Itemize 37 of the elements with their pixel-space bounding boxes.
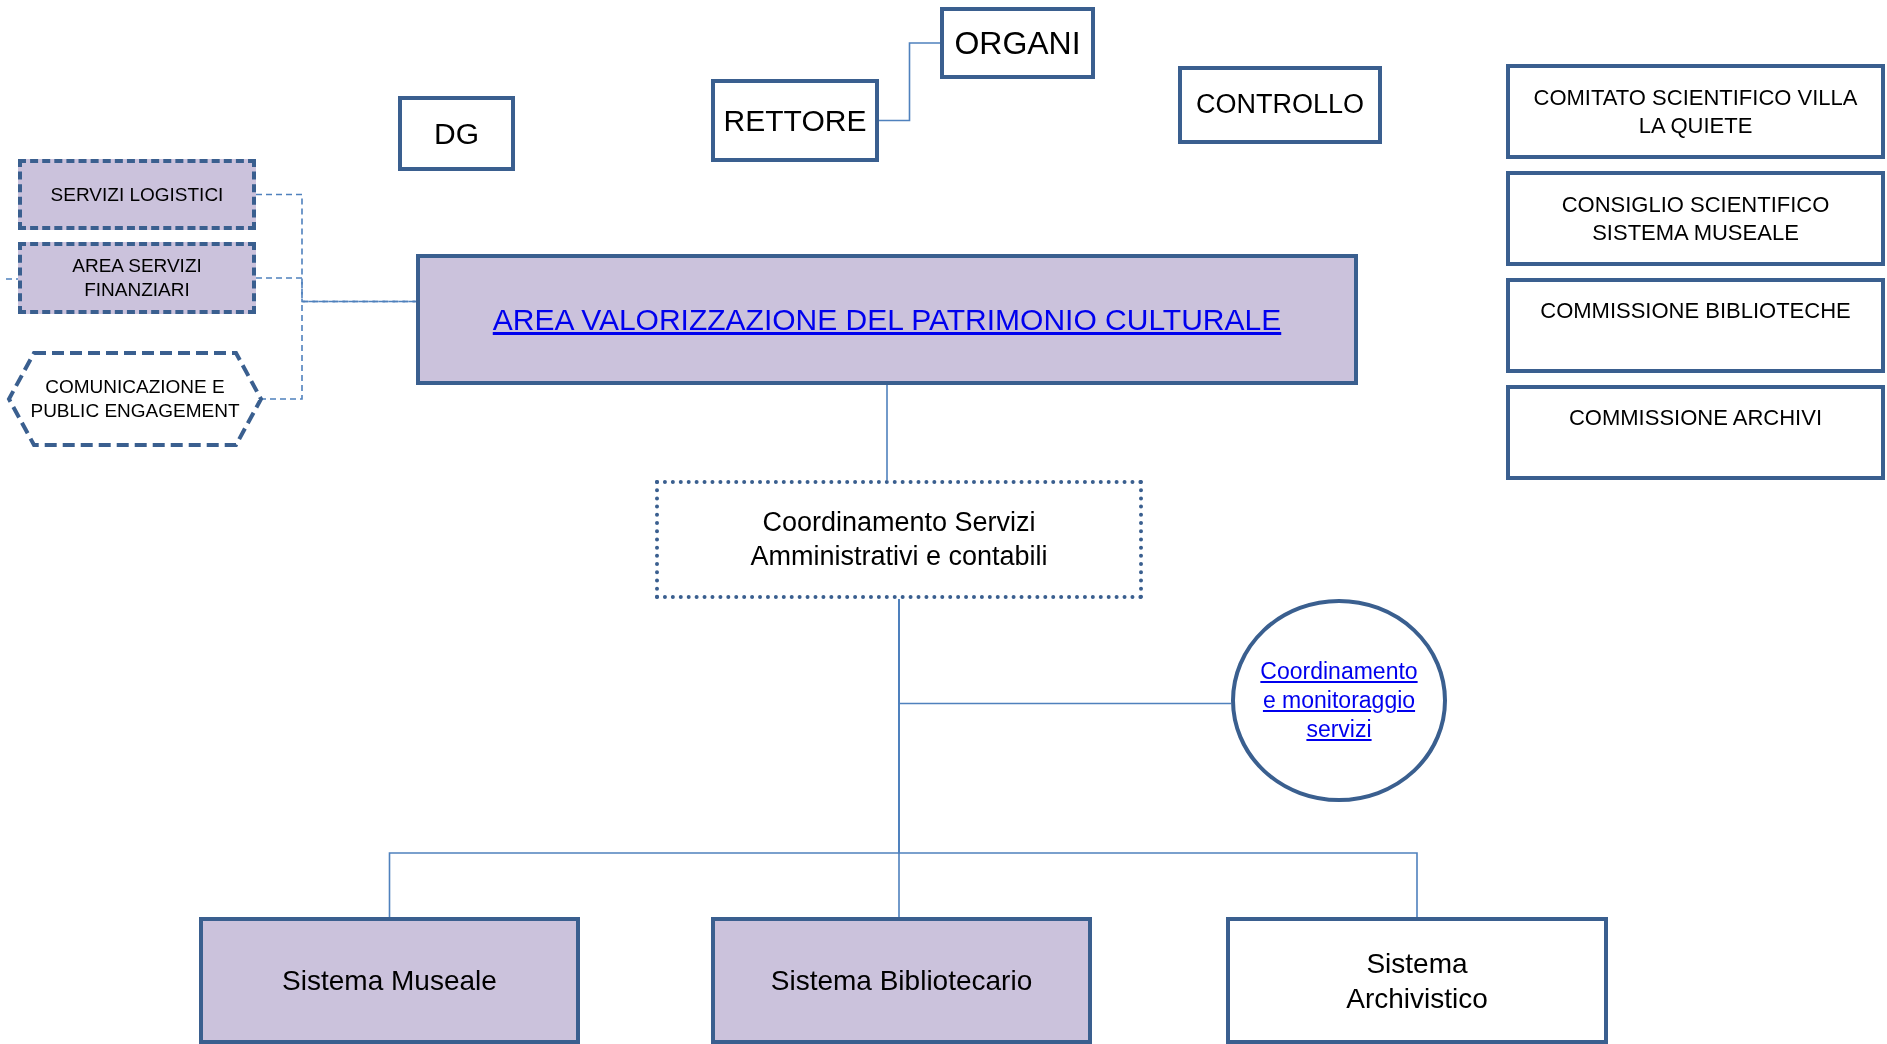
dashed-box xyxy=(18,159,256,230)
org-box xyxy=(1506,171,1885,266)
connector-line xyxy=(5,278,19,280)
node-label: RETTORE xyxy=(722,102,868,139)
node-label: Coordinamento Servizi Amministrativi e contabili xyxy=(749,505,1049,573)
org-box xyxy=(1506,278,1885,373)
node-label: COMITATO SCIENTIFICO VILLA LA QUIETE xyxy=(1532,84,1859,139)
org-box xyxy=(416,254,1358,385)
org-box xyxy=(1178,66,1382,144)
node-label: Sistema Archivistico xyxy=(1345,946,1489,1016)
node-label: ORGANI xyxy=(953,24,1082,63)
org-box xyxy=(398,96,515,171)
node-label: COMUNICAZIONE E PUBLIC ENGAGEMENT xyxy=(29,375,241,423)
org-box xyxy=(1506,64,1885,159)
link-text: Coordinamento e monitoraggio servizi xyxy=(1259,657,1419,744)
org-box xyxy=(940,7,1095,79)
org-box xyxy=(1506,385,1885,480)
node-label: DG xyxy=(433,115,480,152)
connector-line xyxy=(878,42,941,122)
node-label: AREA SERVIZI FINANZIARI xyxy=(71,254,203,302)
circle-shape xyxy=(1231,599,1447,802)
node-label: CONSIGLIO SCIENTIFICO SISTEMA MUSEALE xyxy=(1560,191,1831,246)
node-label: COMMISSIONE ARCHIVI xyxy=(1567,403,1823,432)
node-label: CONTROLLO xyxy=(1195,88,1365,122)
node-label: COMMISSIONE BIBLIOTECHE xyxy=(1539,296,1852,325)
node-label: SERVIZI LOGISTICI xyxy=(49,182,225,207)
hexagon-shape xyxy=(6,350,264,448)
org-box xyxy=(711,79,879,162)
dotted-box xyxy=(655,480,1143,599)
dashed-box xyxy=(18,242,256,314)
node-label: Sistema Museale xyxy=(281,964,498,998)
link-text: AREA VALORIZZAZIONE DEL PATRIMONIO CULTURALE xyxy=(491,301,1283,338)
org-box xyxy=(199,917,580,1044)
connector-line xyxy=(886,384,888,481)
node-label: Sistema Bibliotecario xyxy=(769,964,1034,998)
org-box xyxy=(1226,917,1608,1044)
org-box xyxy=(711,917,1092,1044)
